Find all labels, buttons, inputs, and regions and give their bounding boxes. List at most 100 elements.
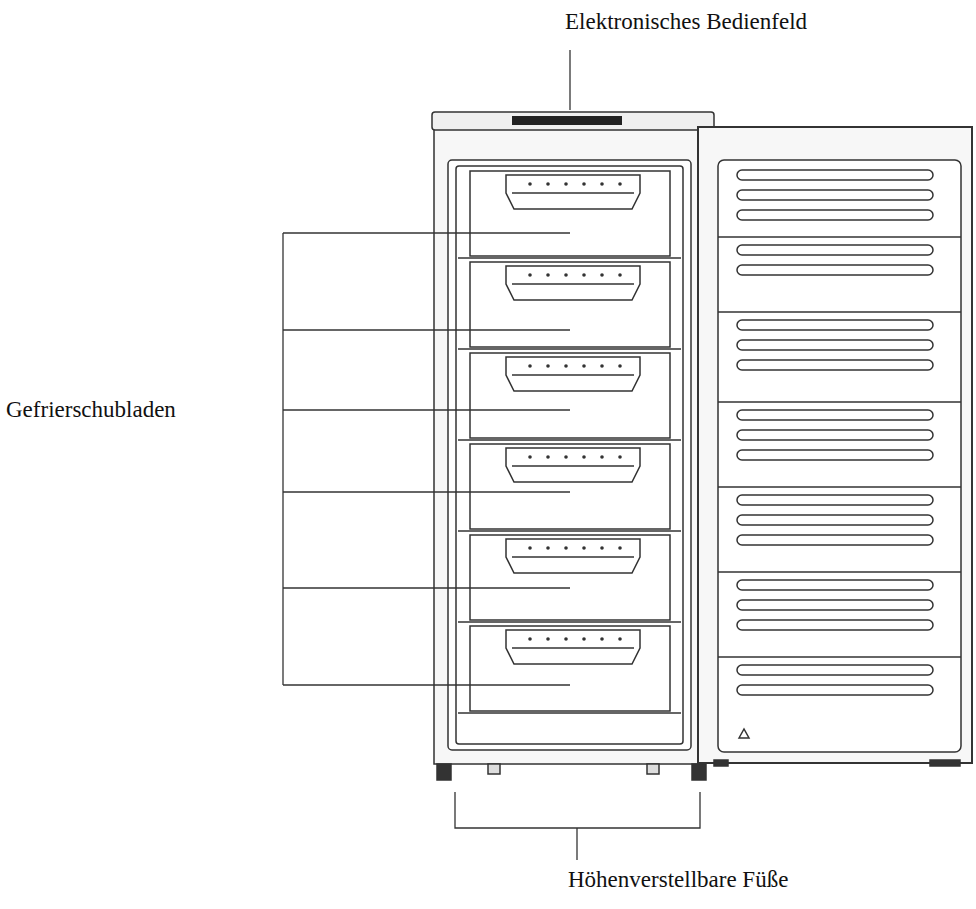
freezer-drawer <box>470 626 670 711</box>
handle-dot <box>546 546 550 550</box>
door-shelf-line <box>718 656 961 658</box>
handle-dot <box>618 637 622 641</box>
foot <box>647 764 659 774</box>
drawer-handle-edge <box>512 647 634 649</box>
handle-dot <box>546 273 550 277</box>
handle-dot <box>564 182 568 186</box>
handle-dot <box>528 546 532 550</box>
door-rib <box>737 450 933 460</box>
handle-dot <box>564 546 568 550</box>
leader-line <box>283 587 570 588</box>
drawer-handle <box>506 448 640 482</box>
inner-liner <box>456 166 683 744</box>
handle-dot <box>564 637 568 641</box>
leader-line <box>283 684 570 685</box>
handle-dot <box>600 637 604 641</box>
handle-dot <box>546 364 550 368</box>
handle-dot <box>618 364 622 368</box>
drawer-divider <box>458 530 681 532</box>
door-rib <box>737 580 933 590</box>
inner-frame <box>448 160 691 750</box>
bracket-line <box>282 233 283 685</box>
door-rib <box>737 170 933 180</box>
drawer-handle <box>506 357 640 391</box>
drawer-divider <box>458 257 681 259</box>
handle-dot <box>546 455 550 459</box>
door-rib <box>737 515 933 525</box>
door-rib <box>737 600 933 610</box>
drawer-handle-edge <box>512 374 634 376</box>
door-foot <box>930 760 960 766</box>
handle-dot <box>582 455 586 459</box>
drawer-handle <box>506 266 640 300</box>
drawer-handle-edge <box>512 556 634 558</box>
freezer-drawer <box>470 353 670 438</box>
handle-dot <box>564 455 568 459</box>
door-liner <box>718 160 961 752</box>
door-rib <box>737 340 933 350</box>
drawer-divider <box>458 439 681 441</box>
door-rib <box>737 245 933 255</box>
door-shelf-line <box>718 571 961 573</box>
drawer-divider <box>458 712 681 714</box>
freezer-drawer <box>470 444 670 529</box>
handle-dot <box>546 637 550 641</box>
handle-dot <box>528 182 532 186</box>
callout-label: Höhenverstellbare Füße <box>566 866 790 894</box>
leader-line <box>283 329 570 330</box>
handle-dot <box>582 637 586 641</box>
handle-dot <box>528 273 532 277</box>
leader-line <box>569 50 570 110</box>
freezer-drawer <box>470 535 670 620</box>
display <box>512 116 622 125</box>
leader-line <box>283 491 570 492</box>
door-rib <box>737 495 933 505</box>
handle-dot <box>546 182 550 186</box>
drawer-handle <box>506 175 640 209</box>
handle-dot <box>618 455 622 459</box>
bracket-line <box>455 792 700 828</box>
door-shelf-line <box>718 401 961 403</box>
handle-dot <box>528 637 532 641</box>
cabinet-body <box>434 128 704 764</box>
leader-line <box>283 232 570 233</box>
foot <box>692 764 706 780</box>
freezer-drawer <box>470 262 670 347</box>
door-rib <box>737 360 933 370</box>
handle-dot <box>618 546 622 550</box>
handle-dot <box>618 182 622 186</box>
door-rib <box>737 265 933 275</box>
drawer-handle-edge <box>512 465 634 467</box>
handle-dot <box>582 546 586 550</box>
callout-label: Elektronisches Bedienfeld <box>563 8 809 36</box>
handle-dot <box>564 273 568 277</box>
door-foot <box>714 760 728 766</box>
handle-dot <box>600 546 604 550</box>
handle-dot <box>600 455 604 459</box>
door-rib <box>737 320 933 330</box>
door-rib <box>737 685 933 695</box>
leader-line <box>576 828 577 860</box>
door-rib <box>737 620 933 630</box>
door-shelf-line <box>718 311 961 313</box>
handle-dot <box>600 273 604 277</box>
door <box>698 127 972 763</box>
handle-dot <box>600 364 604 368</box>
door-rib <box>737 210 933 220</box>
handle-dot <box>582 182 586 186</box>
drawer-handle <box>506 539 640 573</box>
handle-dot <box>618 273 622 277</box>
drawer-divider <box>458 621 681 623</box>
drawer-divider <box>458 348 681 350</box>
door-symbol <box>739 729 749 738</box>
foot <box>488 764 500 774</box>
door-rib <box>737 665 933 675</box>
handle-dot <box>528 455 532 459</box>
door-rib <box>737 410 933 420</box>
freezer-drawer <box>470 171 670 256</box>
handle-dot <box>564 364 568 368</box>
handle-dot <box>582 273 586 277</box>
door-rib <box>737 190 933 200</box>
door-shelf-line <box>718 236 961 238</box>
